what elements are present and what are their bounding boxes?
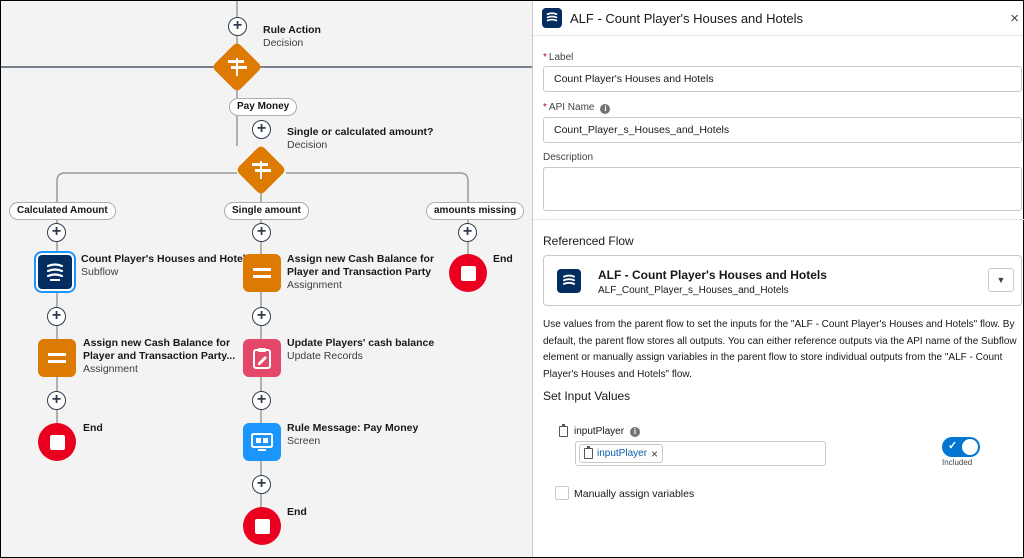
subflow-icon [557,269,581,293]
subflow-node[interactable] [36,253,74,291]
referenced-flow-name: ALF - Count Player's Houses and Hotels [598,268,827,282]
flow-canvas[interactable]: + Rule Action Decision Pay Money + Singl… [1,1,532,557]
subflow-icon [46,263,64,281]
panel-title: ALF - Count Player's Houses and Hotels [570,10,803,26]
screen-label: Rule Message: Pay Money Screen [287,422,419,447]
input-player-pill[interactable]: inputPlayer × [579,444,664,463]
panel-header: ALF - Count Player's Houses and Hotels × [533,1,1023,36]
info-icon[interactable]: i [630,426,641,437]
divider [533,219,1024,220]
end-label: End [493,253,513,265]
include-toggle[interactable]: ✓ [942,437,980,457]
end-node[interactable] [38,423,76,461]
update-records-node[interactable] [243,339,281,377]
add-element-button[interactable]: + [252,307,271,326]
stop-icon [254,518,270,534]
help-text: Use values from the parent flow to set t… [543,319,1017,380]
add-element-button[interactable]: + [228,17,247,36]
end-node[interactable] [449,254,487,292]
screen-icon [251,433,273,451]
decision-icon [235,144,287,196]
end-label: End [83,422,103,434]
info-icon[interactable]: i [600,103,611,114]
screen-node[interactable] [243,423,281,461]
stop-icon [49,434,65,450]
assignment-icon [48,353,66,363]
outcome-pill-pay-money[interactable]: Pay Money [229,98,298,116]
stop-icon [460,265,476,281]
subflow-label: Count Player's Houses and Hotels Subflow [81,253,252,278]
input-player-label: inputPlayer i [559,424,641,437]
set-input-values-heading: Set Input Values [543,389,631,403]
add-element-button[interactable]: + [47,223,66,242]
properties-panel: ALF - Count Player's Houses and Hotels ×… [532,1,1024,557]
input-player-combobox[interactable]: inputPlayer × [575,441,826,466]
description-textarea[interactable] [543,167,1022,211]
update-records-icon [253,348,271,369]
subflow-icon [542,8,562,28]
assignment-label: Assign new Cash Balance for Player and T… [287,253,435,291]
add-element-button[interactable]: + [252,223,271,242]
end-label: End [287,506,307,518]
add-element-button[interactable]: + [47,391,66,410]
close-icon[interactable]: × [1010,10,1019,27]
api-name-input[interactable]: Count_Player_s_Houses_and_Hotels [543,117,1022,143]
assignment-node[interactable] [243,254,281,292]
outcome-pill-single[interactable]: Single amount [224,202,309,220]
referenced-flow-heading: Referenced Flow [543,234,634,248]
outcome-pill-missing[interactable]: amounts missing [426,202,525,220]
rule-action-label: Rule Action Decision [263,24,321,49]
label-field-label: *Label [543,52,574,63]
description-field-label: Description [543,152,594,163]
check-icon: ✓ [948,440,958,452]
add-element-button[interactable]: + [252,120,271,139]
clipboard-icon [559,424,568,437]
manual-assign-checkbox[interactable] [555,486,569,500]
referenced-flow-card[interactable]: ALF - Count Player's Houses and Hotels A… [543,255,1022,306]
assignment-icon [253,268,271,278]
referenced-flow-api: ALF_Count_Player_s_Houses_and_Hotels [598,285,789,296]
assignment-label: Assign new Cash Balance for Player and T… [83,337,236,375]
decision-label: Single or calculated amount? Decision [287,126,434,151]
label-input[interactable]: Count Player's Houses and Hotels [543,66,1022,92]
outcome-pill-calculated[interactable]: Calculated Amount [9,202,116,220]
update-records-label: Update Players' cash balance Update Reco… [287,337,435,362]
chevron-down-icon[interactable]: ▼ [988,268,1014,292]
assignment-node[interactable] [38,339,76,377]
add-element-button[interactable]: + [47,307,66,326]
clipboard-icon [584,446,593,459]
end-node[interactable] [243,507,281,545]
toggle-knob [962,439,978,455]
add-element-button[interactable]: + [458,223,477,242]
add-element-button[interactable]: + [252,391,271,410]
include-toggle-label: Included [942,458,973,467]
remove-icon[interactable]: × [651,446,659,461]
decision-icon [211,41,263,93]
manual-assign-label[interactable]: Manually assign variables [574,488,695,500]
add-element-button[interactable]: + [252,475,271,494]
